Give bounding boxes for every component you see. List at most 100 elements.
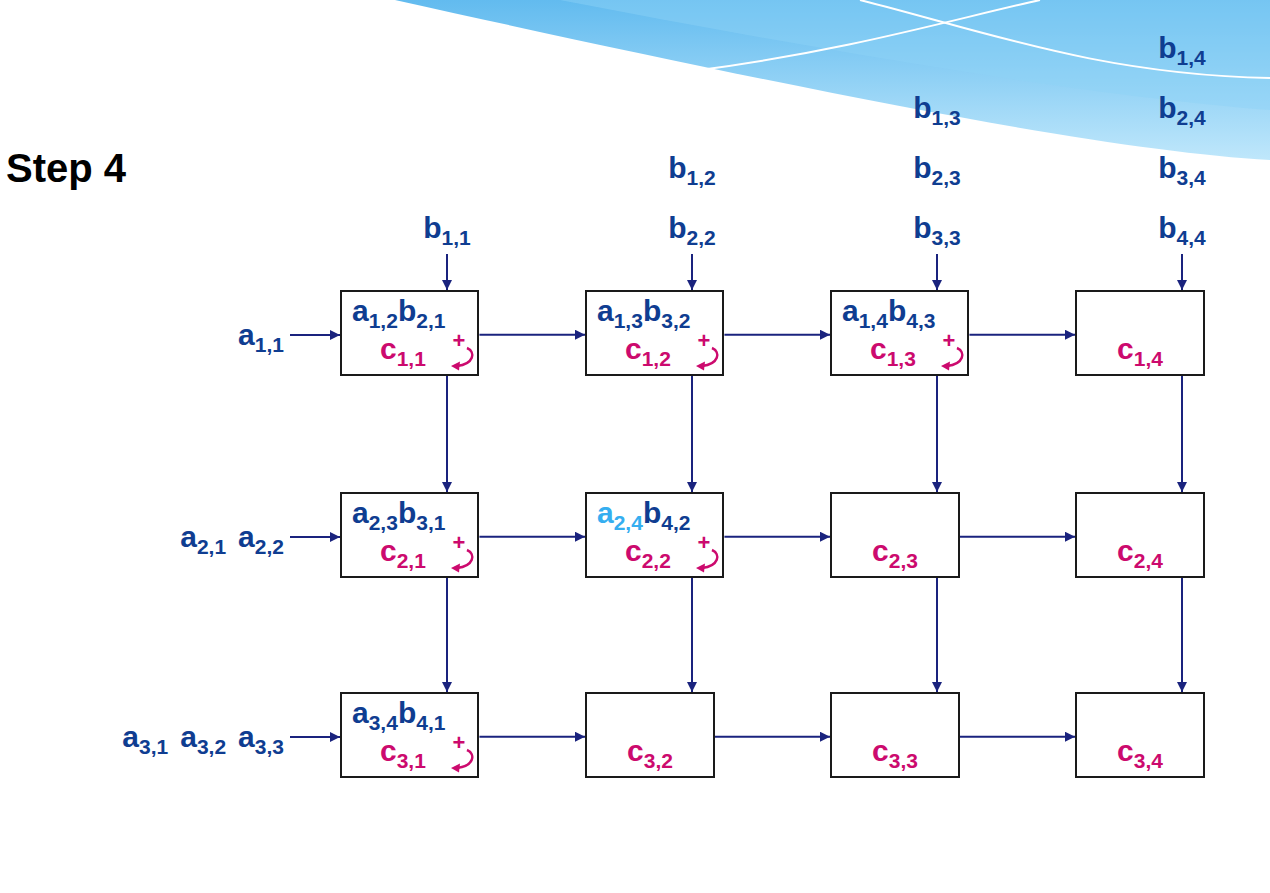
- data-flow-arrow: [479, 736, 585, 738]
- math-symbol: c: [872, 734, 889, 767]
- math-symbol: a: [597, 294, 614, 327]
- subscript-index: 3,4: [1134, 749, 1163, 772]
- add-operator: +: [943, 330, 956, 352]
- subscript-index: 1,3: [614, 309, 643, 332]
- data-flow-arrow: [724, 334, 830, 336]
- math-symbol: b: [643, 496, 661, 529]
- math-symbol: b: [668, 151, 686, 184]
- math-symbol: a: [597, 496, 614, 529]
- math-symbol: b: [913, 151, 931, 184]
- processing-cell: a2,3b3,1 c2,1 +: [340, 492, 479, 578]
- math-symbol: a: [352, 696, 369, 729]
- math-symbol: c: [627, 734, 644, 767]
- math-symbol: b: [1158, 211, 1176, 244]
- subscript-index: 2,3: [889, 549, 918, 572]
- loop-arrowhead: [696, 362, 705, 371]
- math-symbol: c: [625, 332, 642, 365]
- input-value: b1,3: [913, 91, 961, 125]
- loop-arrowhead: [696, 564, 705, 573]
- subscript-index: 2,4: [614, 511, 643, 534]
- subscript-index: 1,4: [1177, 46, 1206, 69]
- processing-cell: c3,3: [830, 692, 960, 778]
- subscript-index: 3,3: [932, 226, 961, 249]
- data-flow-arrow: [479, 536, 585, 538]
- subscript-index: 3,4: [369, 711, 398, 734]
- subscript-index: 3,2: [197, 735, 226, 758]
- math-symbol: b: [398, 696, 416, 729]
- product-term: a1,3b3,2: [597, 294, 690, 328]
- add-operator: +: [453, 732, 466, 754]
- math-symbol: b: [1158, 151, 1176, 184]
- product-term: a2,3b3,1: [352, 496, 445, 530]
- math-symbol: a: [352, 294, 369, 327]
- processing-cell: a1,3b3,2c1,2+: [585, 290, 724, 376]
- loop-arrowhead: [451, 564, 460, 573]
- math-symbol: +: [943, 328, 956, 353]
- math-symbol: b: [643, 294, 661, 327]
- data-flow-arrow: [960, 736, 1075, 738]
- math-symbol: b: [1158, 31, 1176, 64]
- subscript-index: 4,3: [906, 309, 935, 332]
- math-symbol: a: [238, 720, 255, 753]
- math-symbol: b: [913, 211, 931, 244]
- input-arrow: [446, 254, 448, 290]
- subscript-index: 2,2: [642, 549, 671, 572]
- processing-cell: a2,4b4,2c2,2+: [585, 492, 724, 578]
- subscript-index: 2,2: [687, 226, 716, 249]
- data-flow-arrow: [960, 536, 1075, 538]
- math-symbol: +: [453, 328, 466, 353]
- math-symbol: b: [888, 294, 906, 327]
- data-flow-arrow: [936, 376, 938, 492]
- math-symbol: c: [870, 332, 887, 365]
- subscript-index: 1,3: [887, 347, 916, 370]
- math-symbol: b: [398, 294, 416, 327]
- subscript-index: 1,1: [442, 226, 471, 249]
- accumulator-label: c3,1: [380, 734, 426, 768]
- input-value: b1,4: [1158, 31, 1206, 65]
- accumulator-label: c3,4: [1117, 734, 1163, 768]
- input-value: b2,3: [913, 151, 961, 185]
- data-flow-arrow: [724, 536, 830, 538]
- accumulator-label: c3,3: [872, 734, 918, 768]
- math-symbol: c: [380, 734, 397, 767]
- math-symbol: a: [238, 520, 255, 553]
- accumulator-label: c1,2: [625, 332, 671, 366]
- product-term: a3,4b4,1: [352, 696, 445, 730]
- add-operator: +: [453, 532, 466, 554]
- input-value: a1,1: [238, 318, 284, 352]
- math-symbol: a: [180, 720, 197, 753]
- subscript-index: 2,1: [197, 535, 226, 558]
- math-symbol: a: [842, 294, 859, 327]
- accumulator-label: c1,4: [1117, 332, 1163, 366]
- input-value: a3,2: [180, 720, 226, 754]
- input-value: b1,2: [668, 151, 716, 185]
- data-flow-arrow: [446, 578, 448, 692]
- subscript-index: 3,1: [416, 511, 445, 534]
- subscript-index: 1,1: [397, 347, 426, 370]
- accumulator-label: c2,3: [872, 534, 918, 568]
- subscript-index: 2,3: [932, 166, 961, 189]
- swoosh-line: [860, 0, 1270, 78]
- processing-cell: c2,4: [1075, 492, 1205, 578]
- accumulator-label: c3,2: [627, 734, 673, 768]
- math-symbol: c: [872, 534, 889, 567]
- input-value: b4,4: [1158, 211, 1206, 245]
- math-symbol: +: [698, 530, 711, 555]
- subscript-index: 1,1: [255, 333, 284, 356]
- math-symbol: b: [1158, 91, 1176, 124]
- processing-cell: a1,4b4,3c1,3+: [830, 290, 969, 376]
- input-arrow: [1181, 254, 1183, 290]
- subscript-index: 3,3: [255, 735, 284, 758]
- add-operator: +: [698, 532, 711, 554]
- subscript-index: 1,2: [642, 347, 671, 370]
- math-symbol: c: [380, 534, 397, 567]
- data-flow-arrow: [715, 736, 830, 738]
- input-arrow: [290, 736, 340, 738]
- input-arrow: [691, 254, 693, 290]
- data-flow-arrow: [969, 334, 1075, 336]
- subscript-index: 4,2: [661, 511, 690, 534]
- processing-cell: c3,4: [1075, 692, 1205, 778]
- accumulator-label: c2,1: [380, 534, 426, 568]
- data-flow-arrow: [1181, 578, 1183, 692]
- math-symbol: b: [668, 211, 686, 244]
